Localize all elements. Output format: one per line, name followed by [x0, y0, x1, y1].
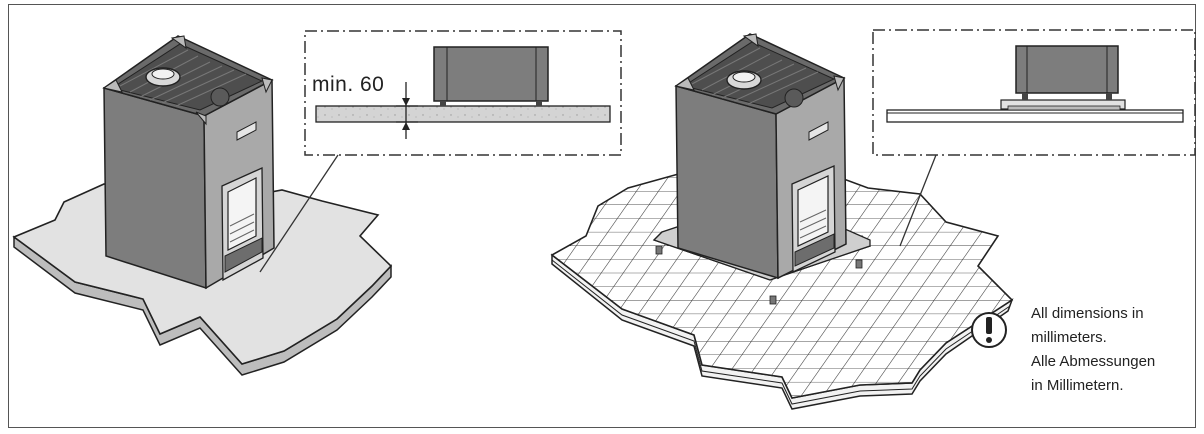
exclamation-icon	[971, 312, 1007, 348]
figure-frame	[8, 4, 1196, 428]
detail-box-left	[259, 30, 622, 273]
note-line-3: Alle Abmessungen	[1031, 353, 1156, 370]
note-line-1: All dimensions in	[1031, 305, 1144, 322]
stove-right	[674, 33, 847, 280]
min-clearance-label: min. 60	[312, 73, 385, 96]
stove-left	[102, 35, 275, 290]
detail-box-right	[872, 29, 1196, 247]
note-line-2: millimeters.	[1031, 329, 1107, 346]
note-line-4: in Millimetern.	[1031, 377, 1124, 394]
dimensions-note: All dimensions in millimeters. Alle Abme…	[1031, 302, 1201, 398]
